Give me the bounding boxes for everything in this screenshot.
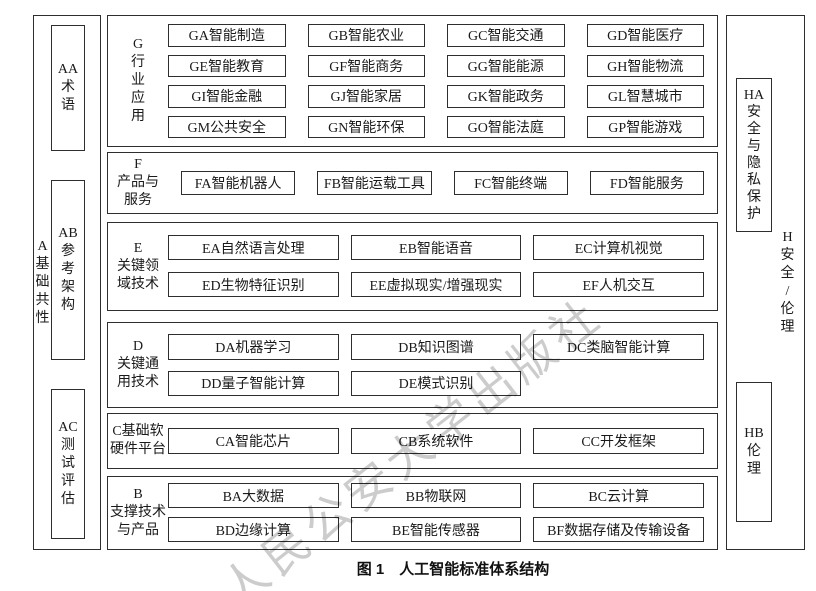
node-fc: FC智能终端 <box>453 171 568 195</box>
section-g-grid: GA智能制造 GB智能农业 GC智能交通 GD智能医疗 GE智能教育 GF智能商… <box>168 16 717 146</box>
node-ef: EF人机交互 <box>533 272 704 297</box>
node-gm: GM公共安全 <box>168 115 286 138</box>
node-gp: GP智能游戏 <box>586 115 704 138</box>
node-fd: FD智能服务 <box>589 171 704 195</box>
node-bf: BF数据存储及传输设备 <box>533 517 704 542</box>
node-ge: GE智能教育 <box>168 54 286 77</box>
node-ec: EC计算机视觉 <box>533 235 704 260</box>
node-eb: EB智能语音 <box>350 235 522 260</box>
section-e-label: E 关键领 域技术 <box>117 240 159 292</box>
node-cc: CC开发框架 <box>533 428 704 454</box>
node-gd: GD智能医疗 <box>586 24 704 47</box>
node-db: DB知识图谱 <box>350 334 522 360</box>
node-bb: BB物联网 <box>350 483 522 508</box>
node-gf: GF智能商务 <box>307 54 425 77</box>
figure-caption: 图 1 人工智能标准体系结构 <box>356 561 550 578</box>
node-hb-ethics: HB 伦 理 <box>736 382 772 522</box>
node-gk: GK智能政务 <box>447 85 565 108</box>
section-b-grid: BA大数据 BB物联网 BC云计算 BD边缘计算 BE智能传感器 BF数据存储及… <box>168 477 717 549</box>
node-dc: DC类脑智能计算 <box>533 334 704 360</box>
group-a-label: A 基 础 共 性 <box>35 238 50 326</box>
node-bc: BC云计算 <box>533 483 704 508</box>
node-ga: GA智能制造 <box>168 24 286 47</box>
node-aa-terminology: AA 术 语 <box>51 25 85 151</box>
section-d-grid: DA机器学习 DB知识图谱 DC类脑智能计算 DD量子智能计算 DE模式识别 <box>168 323 717 407</box>
group-a-basic-common: A 基 础 共 性 AA 术 语 AB 参 考 架 构 AC 测 试 评 估 <box>33 15 101 550</box>
node-fb: FB智能运载工具 <box>317 171 432 195</box>
section-b-supporting-technologies-products: B 支撑技术 与产品 BA大数据 BB物联网 BC云计算 BD边缘计算 BE智能… <box>107 476 718 550</box>
node-dd: DD量子智能计算 <box>168 370 339 396</box>
node-ca: CA智能芯片 <box>168 428 339 454</box>
section-c-basic-software-hardware-platform: C基础软 硬件平台 CA智能芯片 CB系统软件 CC开发框架 <box>107 413 718 469</box>
node-ea: EA自然语言处理 <box>168 235 339 260</box>
node-ba: BA大数据 <box>168 483 339 508</box>
section-f-products-services: F 产品与 服务 FA智能机器人 FB智能运载工具 FC智能终端 FD智能服务 <box>107 152 718 214</box>
section-d-key-general-technologies: D 关键通 用技术 DA机器学习 DB知识图谱 DC类脑智能计算 DD量子智能计… <box>107 322 718 408</box>
section-b-label: B 支撑技术 与产品 <box>110 487 166 538</box>
section-g-label: G 行 业 应 用 <box>131 37 145 124</box>
node-ab-reference-architecture: AB 参 考 架 构 <box>51 180 85 360</box>
node-gg: GG智能能源 <box>447 54 565 77</box>
node-gi: GI智能金融 <box>168 85 286 108</box>
node-bd: BD边缘计算 <box>168 517 339 542</box>
group-a-items: AA 术 语 AB 参 考 架 构 AC 测 试 评 估 <box>51 16 100 549</box>
node-fa: FA智能机器人 <box>181 171 296 195</box>
node-gc: GC智能交通 <box>447 24 565 47</box>
node-gn: GN智能环保 <box>307 115 425 138</box>
group-h-label: H 安 全 / 伦 理 <box>780 229 795 335</box>
group-h-items: HA 安 全 与 隐 私 保 护 HB 伦 理 <box>727 16 772 549</box>
node-ac-test-evaluation: AC 测 试 评 估 <box>51 389 85 539</box>
section-c-grid: CA智能芯片 CB系统软件 CC开发框架 <box>168 414 717 468</box>
node-gl: GL智慧城市 <box>586 85 704 108</box>
node-gh: GH智能物流 <box>586 54 704 77</box>
node-ee: EE虚拟现实/增强现实 <box>350 272 522 297</box>
section-e-key-domain-technologies: E 关键领 域技术 EA自然语言处理 EB智能语音 EC计算机视觉 ED生物特征… <box>107 222 718 311</box>
section-g-industry-applications: G 行 业 应 用 GA智能制造 GB智能农业 GC智能交通 GD智能医疗 GE… <box>107 15 718 147</box>
node-de: DE模式识别 <box>350 370 522 396</box>
group-h-security-ethics: HA 安 全 与 隐 私 保 护 HB 伦 理 H 安 全 / 伦 理 <box>726 15 805 550</box>
section-e-grid: EA自然语言处理 EB智能语音 EC计算机视觉 ED生物特征识别 EE虚拟现实/… <box>168 223 717 310</box>
section-c-label: C基础软 硬件平台 <box>110 424 166 457</box>
section-f-label: F 产品与 服务 <box>117 157 159 208</box>
section-d-label: D 关键通 用技术 <box>117 339 159 390</box>
node-da: DA机器学习 <box>168 334 339 360</box>
node-gb: GB智能农业 <box>307 24 425 47</box>
node-ha-security-privacy-protection: HA 安 全 与 隐 私 保 护 <box>736 78 772 232</box>
node-go: GO智能法庭 <box>447 115 565 138</box>
section-f-grid: FA智能机器人 FB智能运载工具 FC智能终端 FD智能服务 <box>168 153 717 213</box>
node-gj: GJ智能家居 <box>307 85 425 108</box>
node-be: BE智能传感器 <box>350 517 522 542</box>
node-cb: CB系统软件 <box>350 428 522 454</box>
node-ed: ED生物特征识别 <box>168 272 339 297</box>
